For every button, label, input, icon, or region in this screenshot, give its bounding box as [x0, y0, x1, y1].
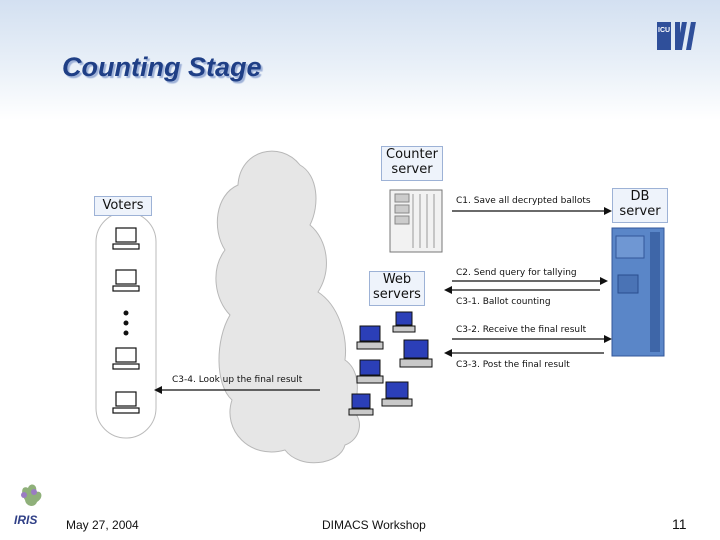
voter-computer-icons [112, 227, 140, 414]
footer-logo-text: IRIS [14, 513, 38, 527]
db-server-icon [611, 227, 665, 357]
footer-event: DIMACS Workshop [322, 518, 426, 532]
icu-logo-icon: ICU [657, 22, 696, 50]
arrow-label-c3-1: C3-1. Ballot counting [456, 297, 551, 307]
header-gradient [0, 0, 720, 120]
db-server-label: DB server [612, 188, 668, 223]
arrow-label-c2: C2. Send query for tallying [456, 268, 577, 278]
arrow-label-c3-3: C3-3. Post the final result [456, 360, 570, 370]
internet-cloud [215, 150, 360, 464]
arrow-label-c3-4: C3-4. Look up the final result [172, 375, 303, 385]
svg-text:ICU: ICU [658, 27, 670, 34]
page-number: 11 [672, 516, 687, 532]
slide-title: Counting Stage [62, 52, 262, 82]
footer-date: May 27, 2004 [66, 518, 139, 532]
arrow-heads [154, 207, 612, 394]
arrow-label-c3-2: C3-2. Receive the final result [456, 325, 587, 335]
iris-logo-icon [21, 484, 42, 506]
ellipsis-dots [123, 310, 129, 336]
voters-label: Voters [94, 196, 152, 216]
counter-server-label: Counter server [381, 146, 443, 181]
web-servers-label: Web servers [369, 271, 425, 306]
counter-server-icon [389, 189, 443, 253]
arrow-lines [162, 210, 604, 391]
arrow-label-c1: C1. Save all decrypted ballots [456, 196, 591, 206]
web-server-computer-icons [348, 311, 433, 416]
